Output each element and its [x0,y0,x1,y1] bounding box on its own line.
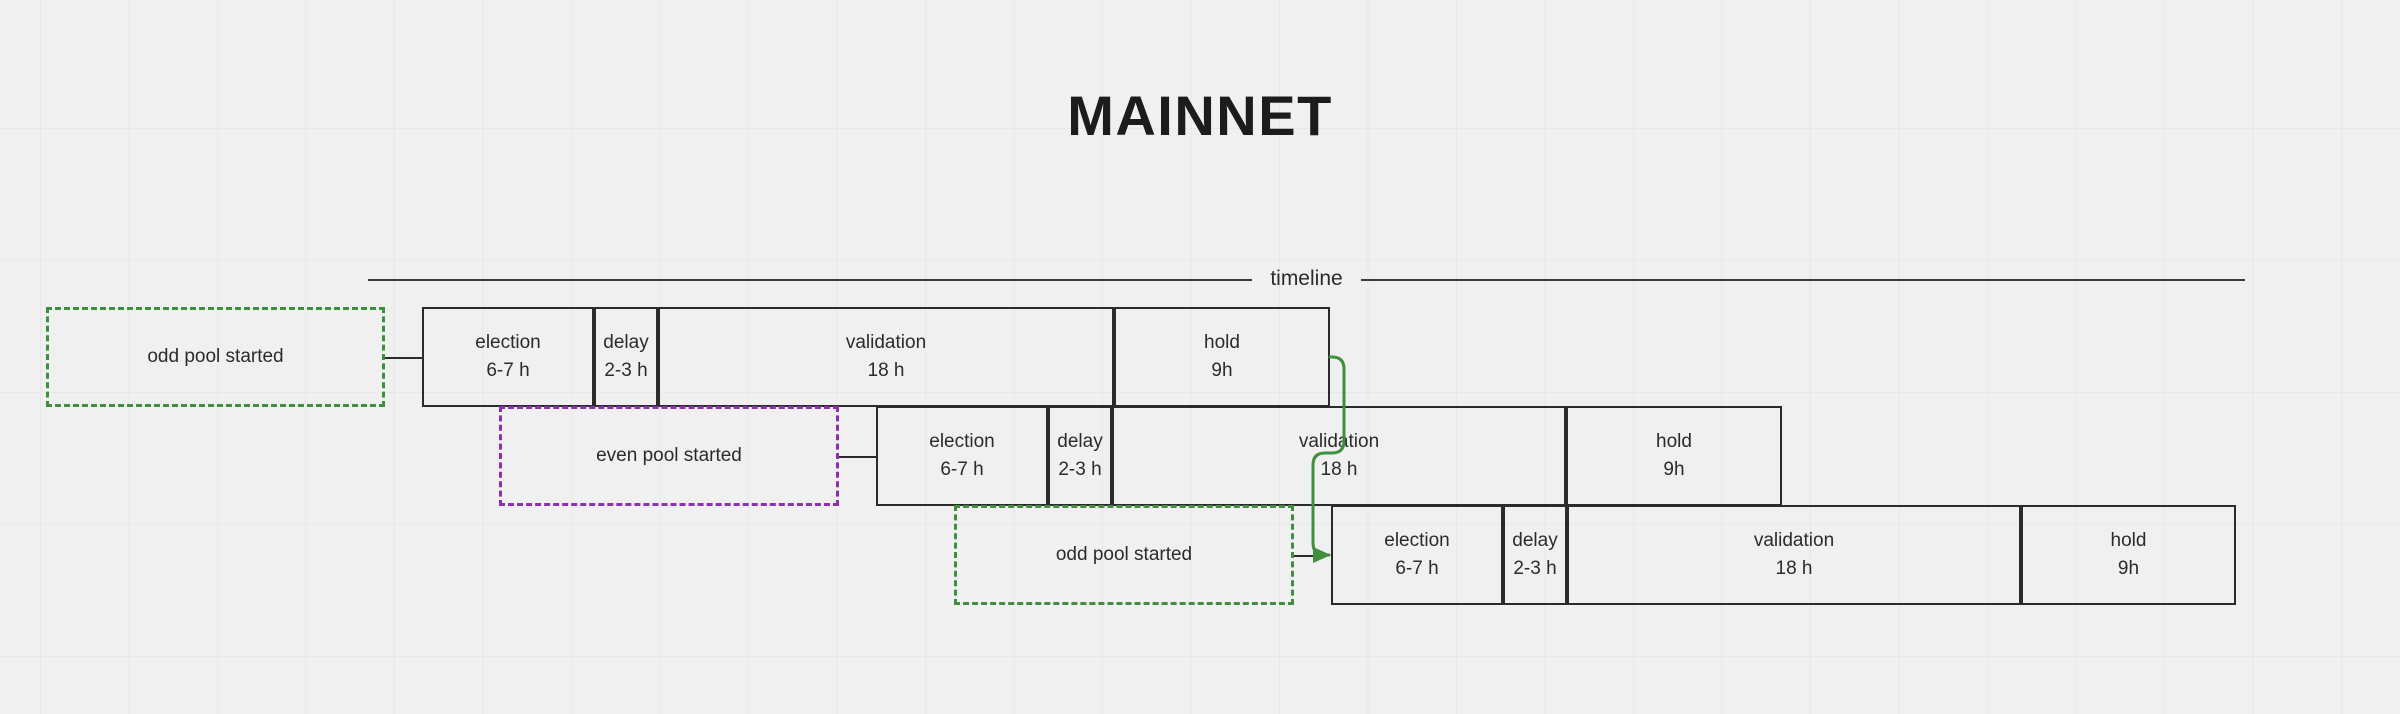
row-3-phase-validation: validation 18 h [1567,505,2021,605]
timeline-axis: timeline [368,262,2245,298]
row-3-hold-duration: 9h [2117,558,2140,579]
leader-line-odd-1 [385,357,422,359]
timeline-rule-left [368,279,1253,281]
annotation-odd-pool-started-1: odd pool started [46,307,385,407]
annotation-odd-pool-started-2-label: odd pool started [1055,544,1193,565]
row-2-hold-duration: 9h [1663,459,1685,480]
row-3-phase-delay: delay 2-3 h [1503,505,1567,605]
row-3-delay-duration: 2-3 h [1513,558,1557,579]
row-3-hold-label: hold [2110,529,2147,551]
row-2-validation-duration: 18 h [1320,459,1358,480]
row-3-delay-label: delay [1512,529,1558,551]
row-1-phase-hold: hold 9h [1114,307,1330,407]
row-2-delay-label: delay [1057,430,1103,452]
row-1-delay-label: delay [603,331,649,353]
row-1-phase-delay: delay 2-3 h [594,307,658,407]
timeline-rule-right [1360,279,2245,281]
leader-line-odd-2 [1294,555,1320,557]
annotation-odd-pool-started-2: odd pool started [954,505,1294,605]
row-2-election-duration: 6-7 h [940,459,984,480]
row-2-hold-label: hold [1656,430,1692,452]
row-1-validation-label: validation [845,331,927,353]
annotation-even-pool-started-1-label: even pool started [596,445,742,466]
row-2-validation-label: validation [1298,430,1380,452]
leader-line-even-1 [839,456,876,458]
row-3-validation-duration: 18 h [1775,558,1813,579]
row-2-election-label: election [929,430,995,452]
row-3-election-label: election [1384,529,1450,551]
row-1-hold-duration: 9h [1211,360,1233,381]
row-1-phase-election: election 6-7 h [422,307,594,407]
row-2-phase-delay: delay 2-3 h [1048,406,1112,506]
row-3-phase-hold: hold 9h [2021,505,2236,605]
row-2-phase-hold: hold 9h [1566,406,1782,506]
row-1-hold-label: hold [1204,331,1240,353]
row-3-election-duration: 6-7 h [1395,558,1439,579]
row-2-delay-duration: 2-3 h [1058,459,1102,480]
row-2-phase-election: election 6-7 h [876,406,1048,506]
row-2-phase-validation: validation 18 h [1112,406,1566,506]
row-3-phase-election: election 6-7 h [1331,505,1503,605]
annotation-even-pool-started-1: even pool started [499,406,839,506]
row-1-election-duration: 6-7 h [486,360,530,381]
row-3-validation-label: validation [1753,529,1835,551]
row-1-phase-validation: validation 18 h [658,307,1114,407]
page-title: MAINNET [1067,84,1333,147]
timeline-label: timeline [1270,267,1343,290]
row-1-validation-duration: 18 h [867,360,905,381]
row-1-delay-duration: 2-3 h [604,360,648,381]
row-1-election-label: election [475,331,541,353]
annotation-odd-pool-started-1-label: odd pool started [147,346,284,367]
